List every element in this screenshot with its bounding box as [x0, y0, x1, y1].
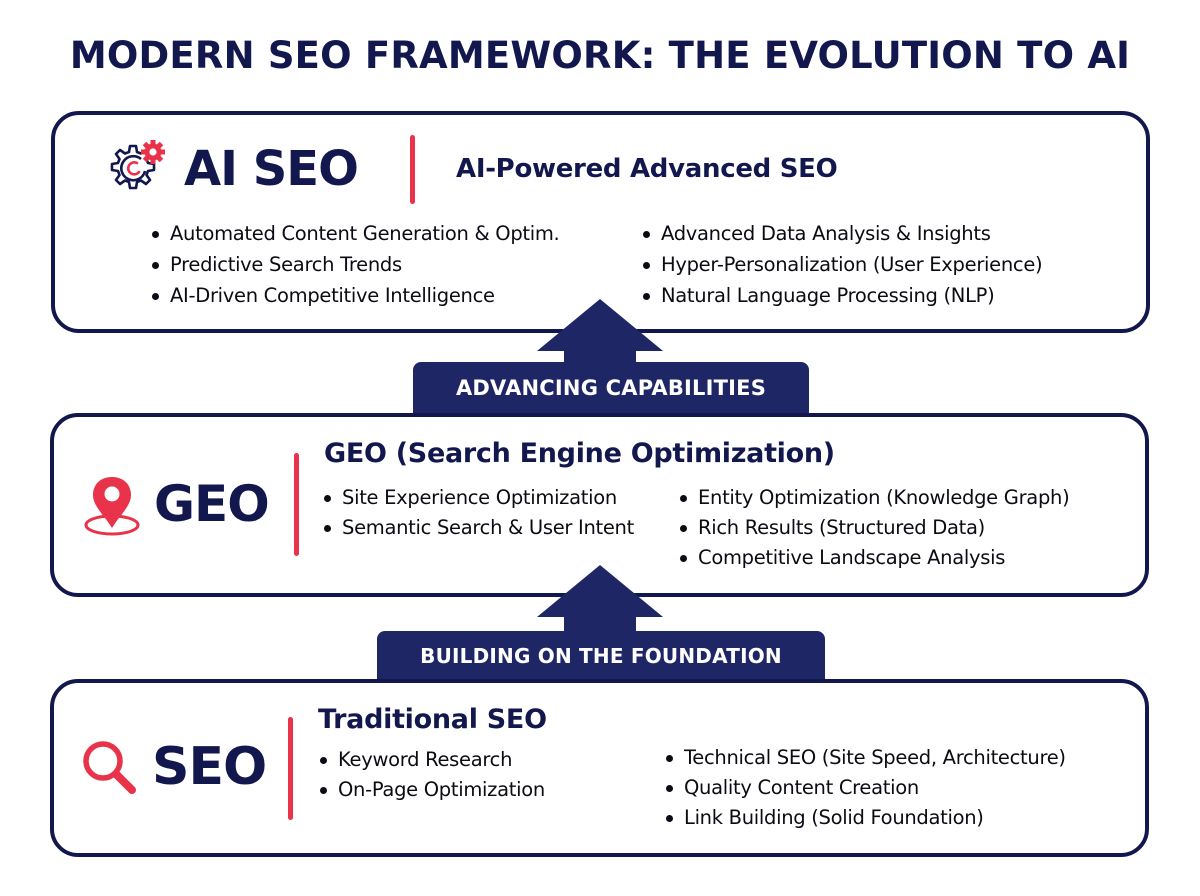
- bullet-list-geo-right: Entity Optimization (Knowledge Graph) Ri…: [678, 483, 1070, 573]
- list-item: Automated Content Generation & Optim.: [150, 218, 560, 249]
- list-item: Rich Results (Structured Data): [678, 513, 1069, 543]
- bullet-list-ai-right: Advanced Data Analysis & Insights Hyper-…: [641, 218, 1043, 311]
- list-item: Keyword Research: [318, 745, 545, 775]
- list-item: Natural Language Processing (NLP): [641, 280, 1042, 311]
- list-item: Technical SEO (Site Speed, Architecture): [664, 743, 1066, 773]
- tier-subtitle-ai-seo: AI-Powered Advanced SEO: [456, 154, 838, 184]
- tier-divider: [288, 717, 293, 820]
- location-pin-icon: [84, 477, 140, 536]
- list-item: On-Page Optimization: [318, 775, 545, 805]
- list-item: Site Experience Optimization: [322, 483, 634, 513]
- list-item: AI-Driven Competitive Intelligence: [150, 280, 559, 311]
- list-item: Competitive Landscape Analysis: [678, 543, 1069, 573]
- bullet-list-seo-right: Technical SEO (Site Speed, Architecture)…: [664, 743, 1066, 833]
- tier-divider: [294, 453, 299, 556]
- gears-icon: [110, 140, 165, 190]
- arrow-up-icon: [537, 565, 663, 617]
- list-item: Advanced Data Analysis & Insights: [641, 218, 1042, 249]
- tier-seo: [50, 679, 1149, 857]
- bullet-list-ai-left: Automated Content Generation & Optim. Pr…: [150, 218, 560, 311]
- list-item: Quality Content Creation: [664, 773, 1066, 803]
- tier-label-ai-seo: AI SEO: [184, 141, 359, 197]
- diagram-title: MODERN SEO FRAMEWORK: THE EVOLUTION TO A…: [69, 34, 1131, 77]
- list-item: Predictive Search Trends: [150, 249, 559, 280]
- list-item: Link Building (Solid Foundation): [664, 803, 1066, 833]
- list-item: Hyper-Personalization (User Experience): [641, 249, 1043, 280]
- bullet-list-geo-left: Site Experience Optimization Semantic Se…: [322, 483, 634, 543]
- connector-label: ADVANCING CAPABILITIES: [413, 362, 809, 414]
- bullet-list-seo-left: Keyword Research On-Page Optimization: [318, 745, 545, 805]
- list-item: Entity Optimization (Knowledge Graph): [678, 483, 1070, 513]
- connector-label: BUILDING ON THE FOUNDATION: [377, 631, 825, 681]
- tier-subtitle-seo: Traditional SEO: [318, 704, 547, 735]
- tier-label-seo: SEO: [152, 737, 267, 797]
- tier-subtitle-geo: GEO (Search Engine Optimization): [324, 438, 835, 469]
- list-item: Semantic Search & User Intent: [322, 513, 634, 543]
- arrow-up-icon: [537, 299, 663, 351]
- tier-label-geo: GEO: [154, 475, 270, 533]
- magnifier-icon: [83, 741, 136, 794]
- tier-ai-seo: [51, 111, 1150, 333]
- tier-divider: [410, 135, 415, 204]
